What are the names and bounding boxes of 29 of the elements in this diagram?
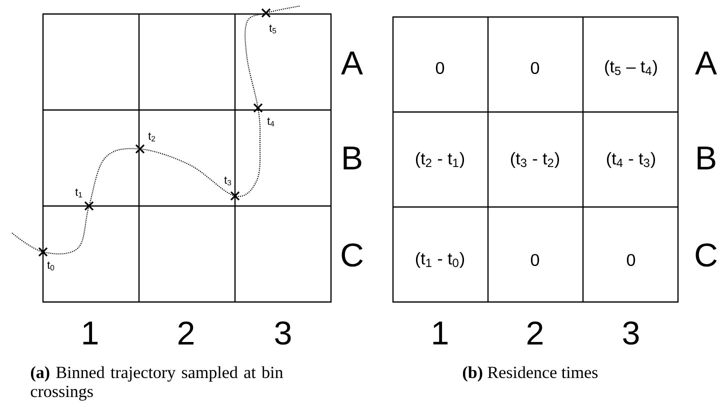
row-label: C [342,243,363,267]
row-label: B [344,146,362,170]
caption: (b) Residence times [462,366,598,382]
caption: (a) Binned trajectory sampled at bin crossings [30,366,284,401]
cell-text: 0 [626,254,636,266]
time-label: t$_{3}$ [224,176,232,186]
column-label: 1 [83,322,98,344]
cell-text: 0 [436,62,444,74]
cell-text: (t$_{2}$ - t$_{1}$) [416,152,464,168]
column-label: 3 [275,321,291,345]
cell-text: (t$_{3}$ - t$_{2}$) [511,152,559,168]
column-label: 1 [433,322,448,344]
row-label: C [696,243,717,267]
time-label: t$_{2}$ [148,132,156,142]
cell-text: 0 [530,254,540,266]
time-label: t$_{0}$ [47,262,54,270]
row-label: A [341,52,363,74]
time-label: t$_{4}$ [267,118,274,126]
row-label: B [698,146,716,170]
cell-text: (t$_{4}$ - t$_{3}$) [607,152,655,168]
time-label: t$_{1}$ [75,188,82,198]
column-label: 2 [178,321,194,344]
time-label: t$_{5}$ [269,24,276,34]
column-label: 3 [623,321,639,345]
cell-text: (t$_{1}$ - t$_{0}$) [416,252,464,268]
cell-text: 0 [530,62,540,74]
column-label: 2 [528,321,542,344]
cell-text: (t$_{5}$ – t$_{4}$) [605,60,657,76]
row-label: A [695,52,717,74]
